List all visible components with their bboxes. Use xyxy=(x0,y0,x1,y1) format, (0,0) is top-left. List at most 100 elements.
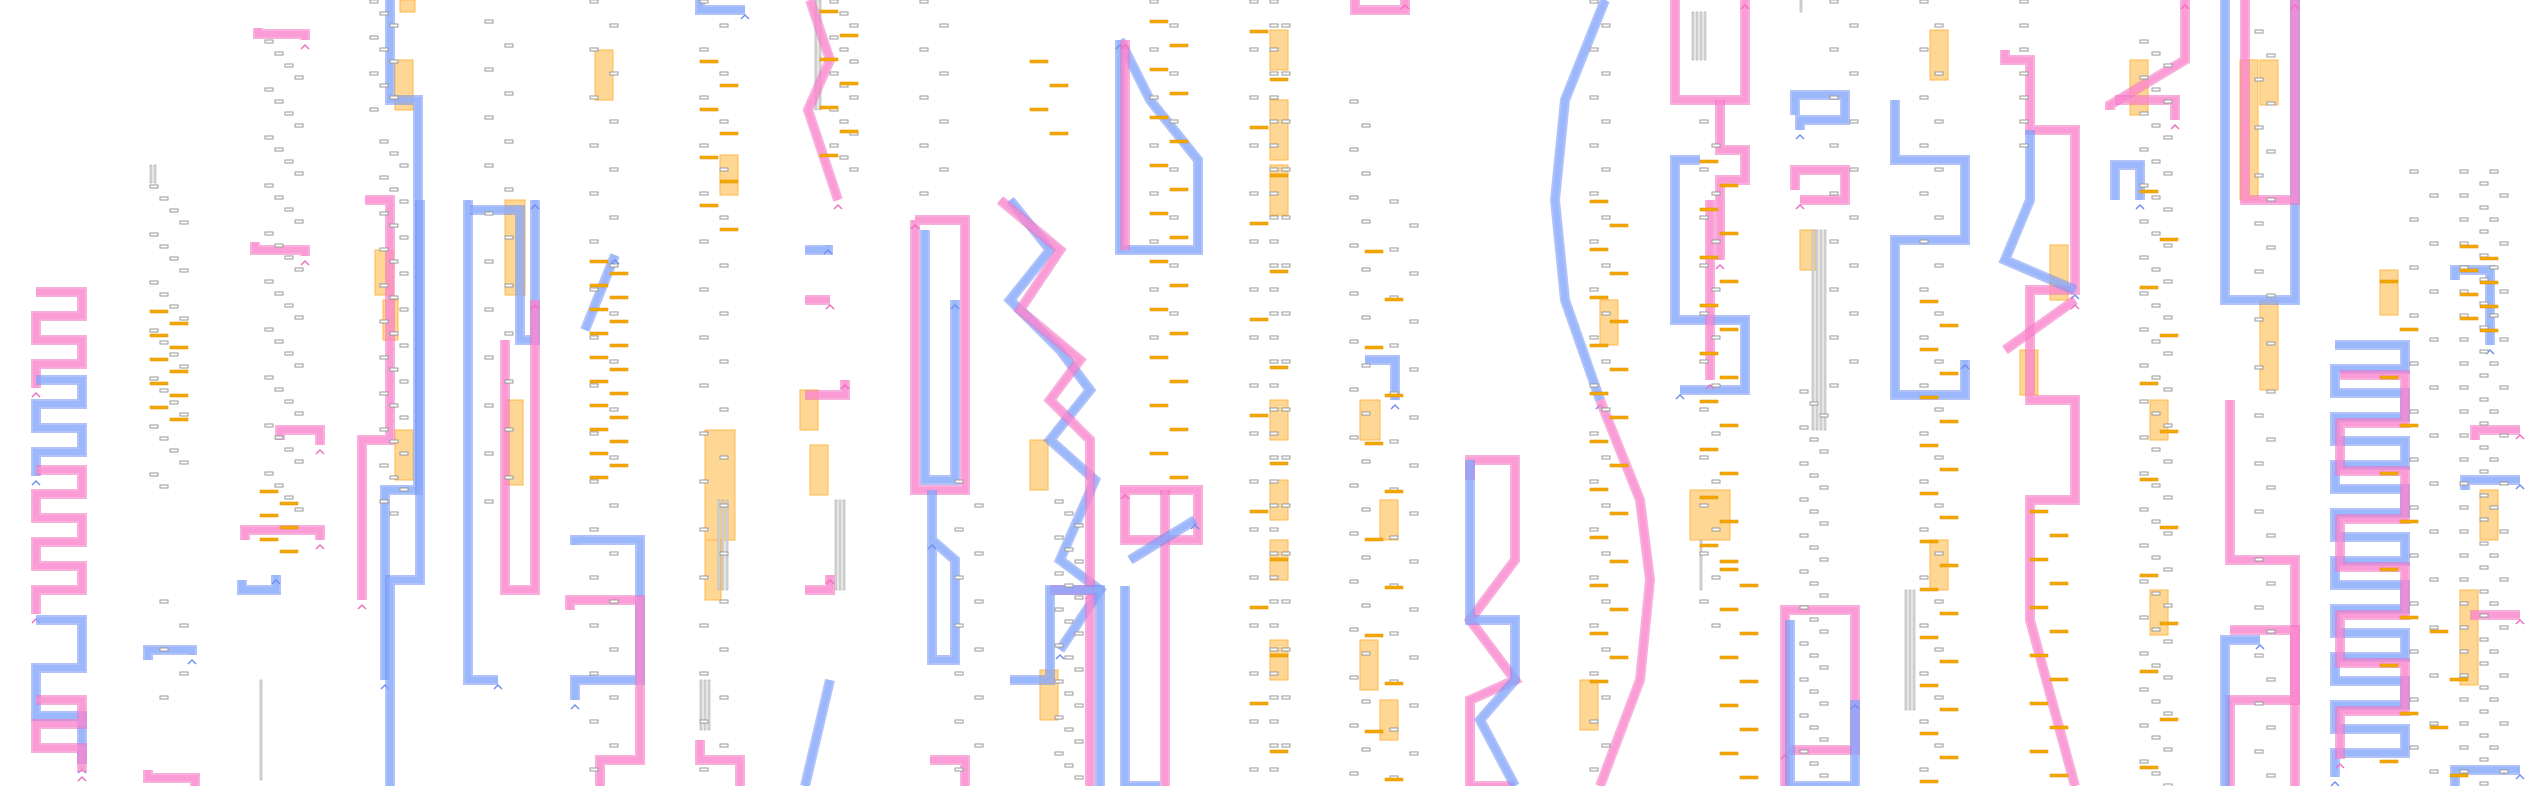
tick-mark xyxy=(1799,389,1809,394)
tick-mark xyxy=(1409,559,1419,564)
tick-mark xyxy=(399,163,409,168)
orange-bar xyxy=(1029,107,1049,112)
route-end-arrow-icon xyxy=(1850,703,1860,710)
tick-mark xyxy=(2479,349,2489,354)
tick-mark xyxy=(389,331,399,336)
blue-route xyxy=(920,230,960,485)
tick-mark xyxy=(939,71,949,76)
tick-mark xyxy=(1919,575,1929,580)
blue-route-core xyxy=(33,617,85,764)
orange-bar xyxy=(169,345,189,350)
tick-mark xyxy=(2151,339,2161,344)
tick-mark xyxy=(294,75,304,80)
route-end-arrow-icon xyxy=(271,578,281,585)
tick-mark xyxy=(1249,335,1259,340)
orange-bar xyxy=(1589,439,1609,444)
tick-mark xyxy=(2429,433,2439,438)
tick-mark xyxy=(699,0,709,4)
route-end-arrow-icon xyxy=(1120,493,1130,500)
orange-bar xyxy=(1939,659,1959,664)
orange-bar xyxy=(2029,701,2049,706)
tick-mark xyxy=(484,211,494,216)
route-end-arrow-icon xyxy=(2330,780,2340,786)
blue-route-core xyxy=(2222,0,2298,303)
tick-mark xyxy=(2479,757,2489,762)
tick-mark xyxy=(2429,289,2439,294)
tick-mark xyxy=(699,383,709,388)
tick-mark xyxy=(589,335,599,340)
tick-mark xyxy=(699,143,709,148)
tick-mark xyxy=(1934,23,1944,28)
tick-mark xyxy=(274,291,284,296)
tick-mark xyxy=(2409,505,2419,510)
orange-bar xyxy=(2049,773,2069,778)
tick-mark xyxy=(939,167,949,172)
tick-mark xyxy=(2139,219,2149,224)
tick-mark xyxy=(2459,265,2469,270)
tick-mark xyxy=(1074,523,1084,528)
tick-mark xyxy=(294,507,304,512)
tick-mark xyxy=(719,647,729,652)
hatch-line xyxy=(725,499,729,591)
tick-mark xyxy=(264,87,274,92)
orange-bar xyxy=(2159,621,2179,626)
tick-mark xyxy=(2254,605,2264,610)
tick-mark xyxy=(2459,361,2469,366)
tick-mark xyxy=(1919,0,1929,4)
tick-mark xyxy=(2151,483,2161,488)
orange-block xyxy=(1359,399,1381,441)
tick-mark xyxy=(2459,697,2469,702)
tick-mark xyxy=(2266,293,2276,298)
tick-mark xyxy=(1249,287,1259,292)
tick-mark xyxy=(2489,313,2499,318)
tick-mark xyxy=(2266,101,2276,106)
orange-bar xyxy=(1149,211,1169,216)
hatch-line xyxy=(814,0,818,111)
tick-mark xyxy=(2479,469,2489,474)
tick-mark xyxy=(1829,287,1839,292)
tick-mark xyxy=(974,551,984,556)
tick-mark xyxy=(1919,239,1929,244)
tick-mark xyxy=(2489,697,2499,702)
route-end-arrow-icon xyxy=(823,248,833,255)
tick-mark xyxy=(1934,647,1944,652)
tick-mark xyxy=(589,95,599,100)
tick-mark xyxy=(2139,291,2149,296)
tick-mark xyxy=(264,135,274,140)
tick-mark xyxy=(2489,553,2499,558)
tick-mark xyxy=(1169,167,1179,172)
tick-mark xyxy=(1249,719,1259,724)
tick-mark xyxy=(1409,703,1419,708)
tick-mark xyxy=(1269,215,1279,220)
tick-mark xyxy=(719,311,729,316)
orange-block xyxy=(1929,29,1949,81)
tick-mark xyxy=(1849,311,1859,316)
tick-mark xyxy=(1829,239,1839,244)
tick-mark xyxy=(179,671,189,676)
tick-mark xyxy=(274,147,284,152)
tick-mark xyxy=(2266,341,2276,346)
orange-bar xyxy=(1939,707,1959,712)
tick-mark xyxy=(1349,291,1359,296)
tick-mark xyxy=(1699,503,1709,508)
tick-mark xyxy=(1269,623,1279,628)
tick-mark xyxy=(179,623,189,628)
tick-mark xyxy=(1699,407,1709,412)
tick-mark xyxy=(2459,577,2469,582)
tick-mark xyxy=(2499,241,2509,246)
tick-mark xyxy=(1409,511,1419,516)
tick-mark xyxy=(1829,191,1839,196)
tick-mark xyxy=(829,0,839,4)
tick-mark xyxy=(2429,721,2439,726)
tick-mark xyxy=(1849,167,1859,172)
tick-mark xyxy=(1699,455,1709,460)
tick-mark xyxy=(2139,111,2149,116)
orange-bar xyxy=(609,463,629,468)
tick-mark xyxy=(2429,577,2439,582)
tick-mark xyxy=(2139,255,2149,260)
orange-bar xyxy=(839,33,859,38)
tick-mark xyxy=(1281,167,1291,172)
orange-bar xyxy=(169,321,189,326)
tick-mark xyxy=(1249,383,1259,388)
tick-mark xyxy=(274,99,284,104)
